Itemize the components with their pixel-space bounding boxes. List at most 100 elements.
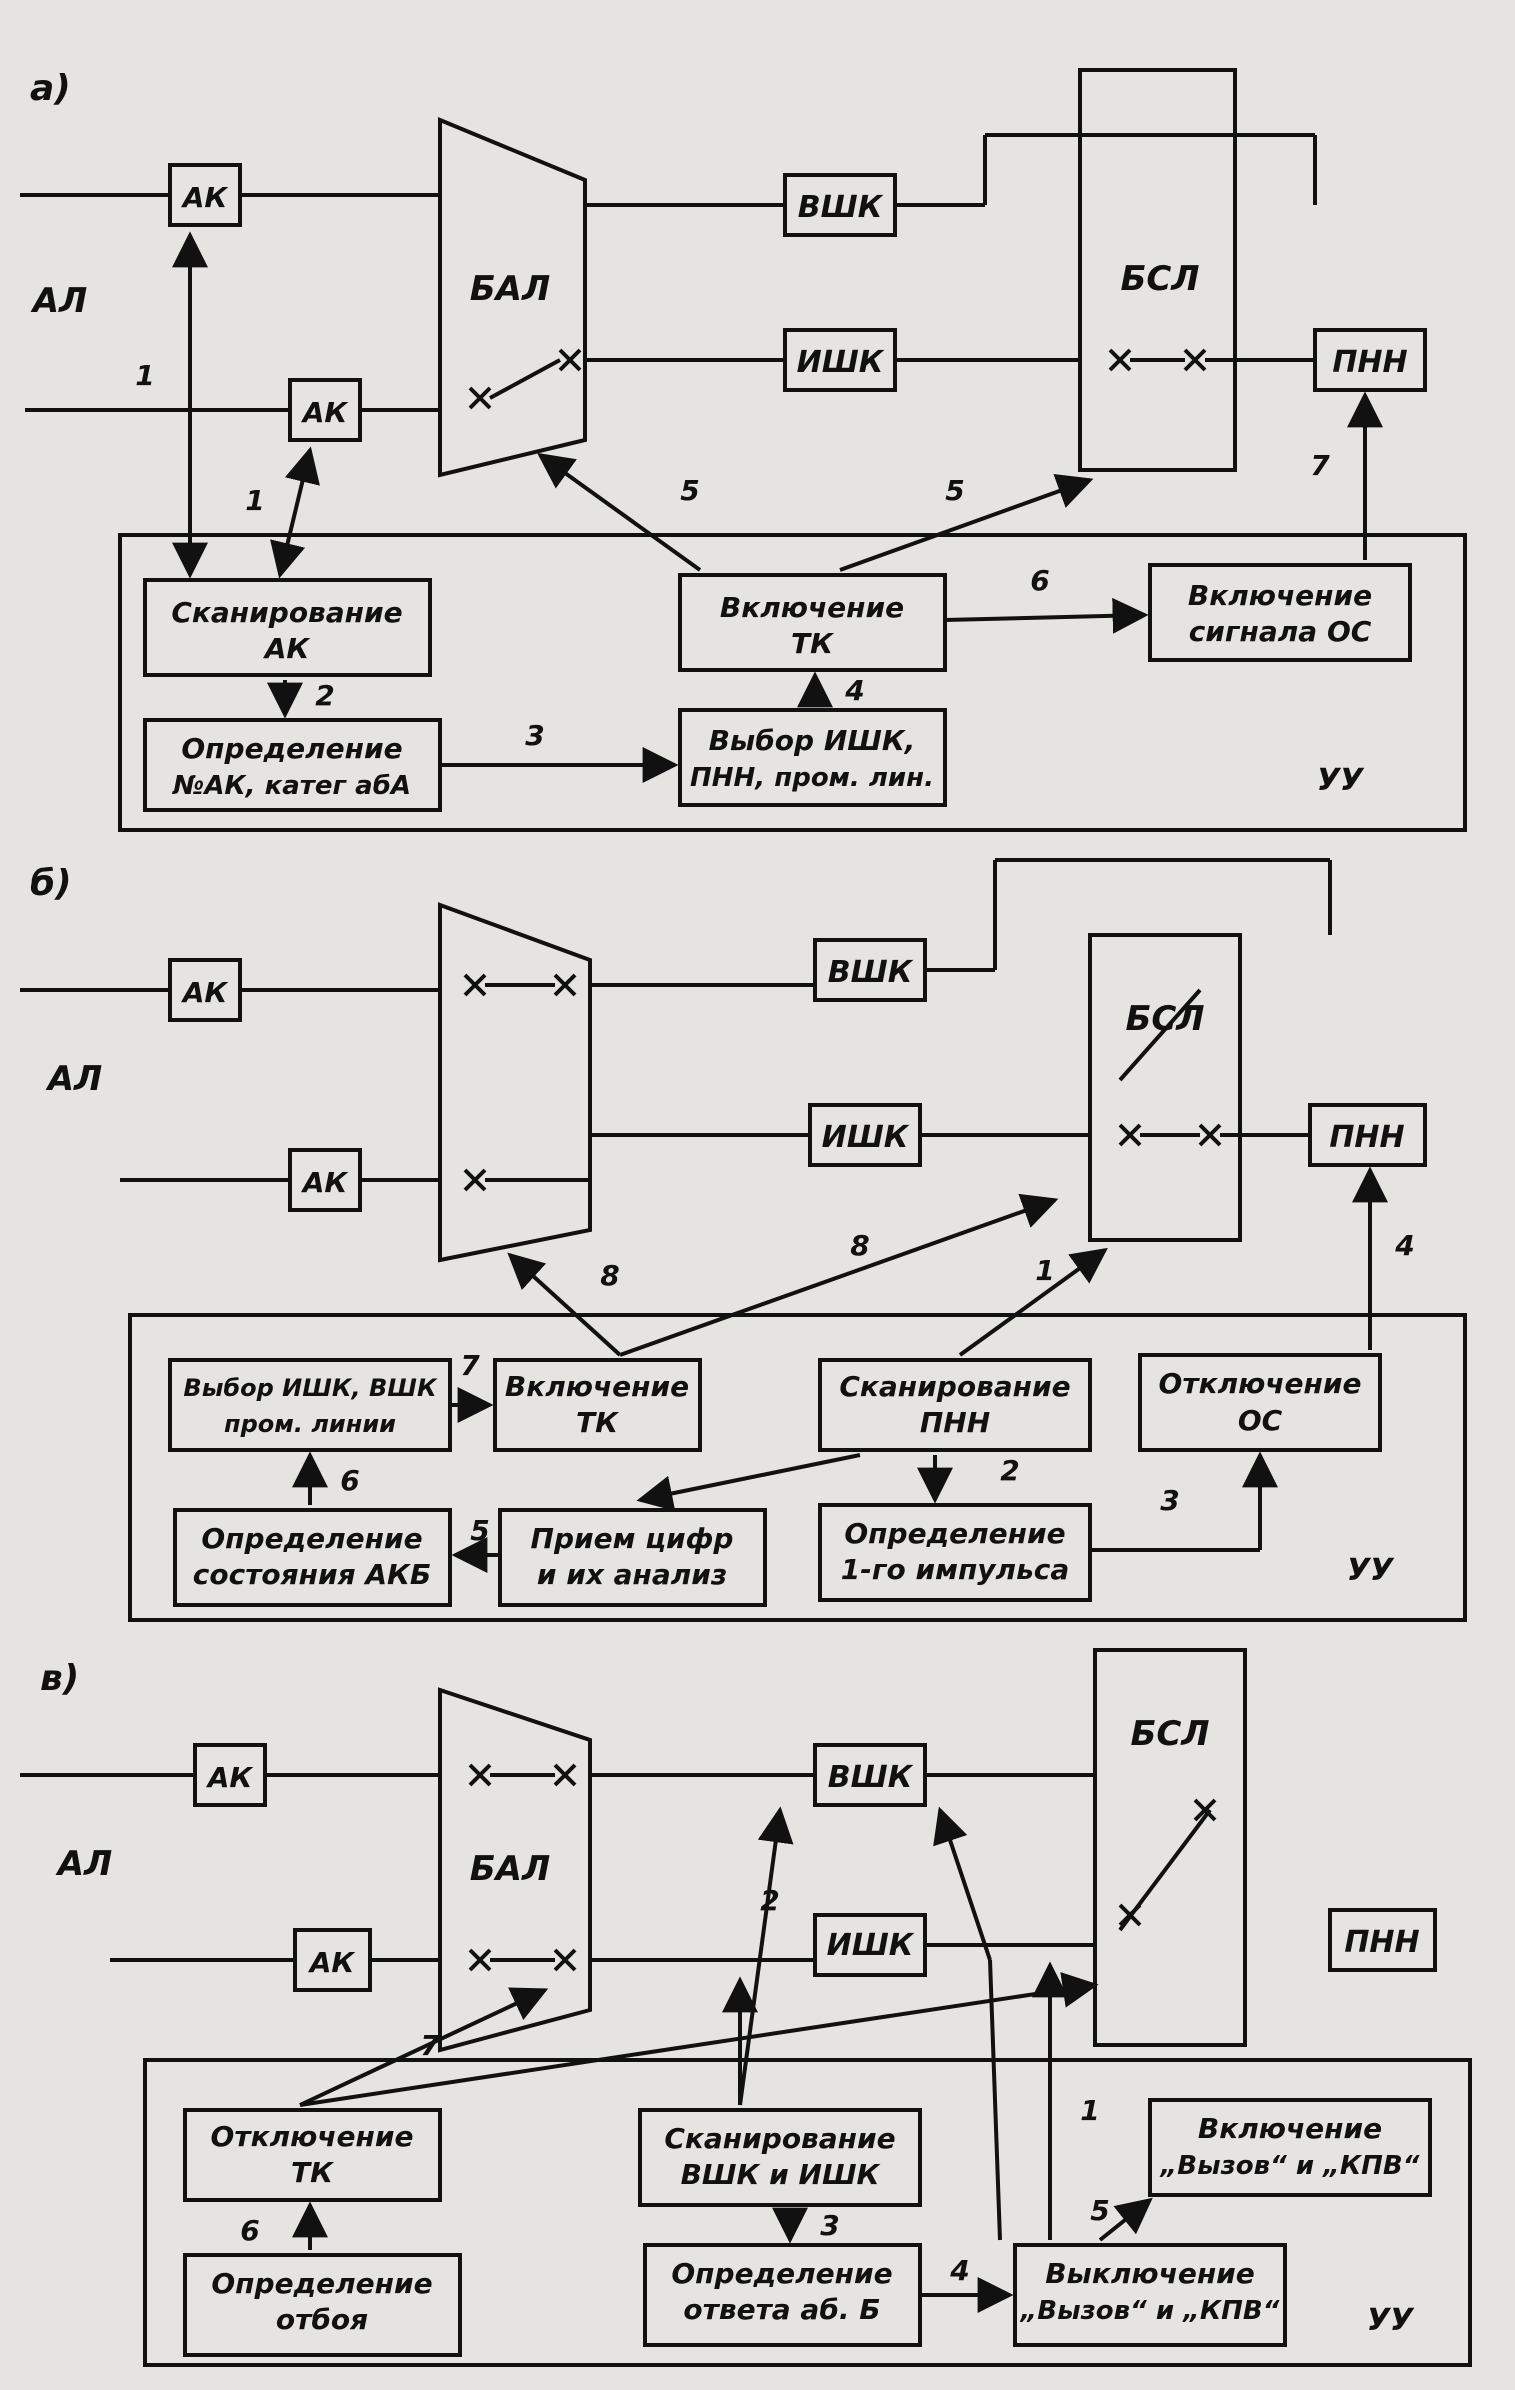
ak-label: АК bbox=[308, 1946, 357, 1979]
pnn-label: ПНН bbox=[1332, 345, 1407, 380]
step-number: 3 bbox=[525, 719, 544, 752]
uu-label: УУ bbox=[1367, 2303, 1415, 2338]
step-number: 2 bbox=[760, 1884, 779, 1917]
block-text: состояния АКБ bbox=[193, 1558, 431, 1591]
block-text: Определение bbox=[201, 1522, 422, 1555]
block-disconnect-tk bbox=[183, 2108, 442, 2202]
block-text: пром. линии bbox=[224, 1410, 396, 1438]
ak-label: АК bbox=[181, 181, 230, 214]
bsl-label: БСЛ bbox=[1125, 999, 1204, 1039]
block-text: ВШК и ИШК bbox=[681, 2158, 882, 2191]
block-text: Сканирование bbox=[664, 2122, 895, 2155]
uu-label: УУ bbox=[1317, 763, 1365, 798]
block-text: „Вызов“ и „КПВ“ bbox=[1160, 2151, 1420, 2181]
panel-tag: в) bbox=[40, 1658, 79, 1699]
block-text: ОС bbox=[1238, 1404, 1283, 1437]
block-text: Включение bbox=[1188, 579, 1372, 612]
block-text: №АК, катег абА bbox=[172, 771, 411, 801]
uu-frame bbox=[118, 533, 1467, 832]
al-label: АЛ bbox=[30, 281, 88, 321]
bal-label: БАЛ bbox=[470, 1849, 550, 1889]
al-label: АЛ bbox=[45, 1059, 103, 1099]
block-text: и их анализ bbox=[537, 1558, 727, 1591]
pnn-box bbox=[1328, 1908, 1437, 1972]
step-number: 3 bbox=[1160, 1484, 1179, 1517]
block-text: 1-го импульса bbox=[841, 1553, 1070, 1586]
bsl-block bbox=[1093, 1648, 1247, 2047]
step-number: 5 bbox=[945, 474, 964, 507]
block-text: сигнала ОС bbox=[1189, 615, 1372, 648]
step-number: 7 bbox=[1310, 449, 1330, 482]
block-text: ТК bbox=[576, 1406, 620, 1439]
step-number: 2 bbox=[1000, 1454, 1019, 1487]
block-text: ПНН, пром. лин. bbox=[690, 763, 934, 793]
block-scan-ak bbox=[143, 578, 432, 677]
labels: а) АЛ АК АК БАЛ ВШК ИШК БСЛ ПНН УУ Сканирование АК О… bbox=[30, 68, 1420, 2338]
step-number: 1 bbox=[135, 359, 154, 392]
vshk-label: ВШК bbox=[828, 955, 914, 990]
block-switch-off-call bbox=[1013, 2243, 1287, 2347]
pnn-box bbox=[1308, 1103, 1427, 1167]
block-switch-tk bbox=[678, 573, 947, 672]
bal-block bbox=[438, 1687, 592, 2053]
block-text: Включение bbox=[720, 591, 904, 624]
block-state-akb bbox=[173, 1508, 452, 1607]
block-text: отбоя bbox=[276, 2303, 368, 2336]
step-number: 4 bbox=[949, 2254, 969, 2287]
panel-tag: а) bbox=[30, 68, 71, 109]
block-text: Прием цифр bbox=[531, 1522, 734, 1555]
block-text: АК bbox=[263, 632, 312, 665]
panel-b bbox=[20, 858, 1467, 1622]
step-number: 5 bbox=[1090, 2194, 1109, 2227]
pnn-label: ПНН bbox=[1329, 1120, 1404, 1155]
al-label: АЛ bbox=[55, 1844, 113, 1884]
block-text: Выбор ИШК, ВШК bbox=[183, 1374, 438, 1402]
step-number: 1 bbox=[245, 484, 264, 517]
block-text: Отключение bbox=[211, 2120, 414, 2153]
block-hangup bbox=[183, 2253, 462, 2357]
bsl-label: БСЛ bbox=[1120, 259, 1199, 299]
block-switch-tk bbox=[493, 1358, 702, 1452]
ak-label: АК bbox=[181, 976, 230, 1009]
pnn-box bbox=[1313, 328, 1427, 392]
vshk-label: ВШК bbox=[828, 1760, 914, 1795]
block-receive bbox=[498, 1508, 767, 1607]
block-os-signal bbox=[1148, 563, 1412, 662]
step-number: 5 bbox=[470, 1514, 489, 1547]
panel-c bbox=[20, 1648, 1472, 2367]
bal-block bbox=[438, 117, 587, 478]
uu-frame bbox=[128, 1313, 1467, 1622]
block-text: Определение bbox=[671, 2257, 892, 2290]
step-number: 4 bbox=[844, 674, 864, 707]
block-text: Включение bbox=[505, 1370, 689, 1403]
block-text: Отключение bbox=[1159, 1367, 1362, 1400]
bal-label: БАЛ bbox=[470, 269, 550, 309]
block-text: ПНН bbox=[920, 1406, 990, 1439]
step-number: 6 bbox=[340, 1464, 359, 1497]
panel-a bbox=[20, 68, 1467, 832]
step-number: 6 bbox=[1030, 564, 1049, 597]
panel-tag: б) bbox=[30, 863, 72, 904]
step-number: 6 bbox=[240, 2214, 259, 2247]
block-text: Определение bbox=[844, 1517, 1065, 1550]
step-number: 1 bbox=[1080, 2094, 1099, 2127]
block-text: ТК bbox=[791, 627, 835, 660]
uu-frame bbox=[143, 2058, 1472, 2367]
ishk-label: ИШК bbox=[827, 1928, 915, 1963]
block-text: ТК bbox=[291, 2156, 335, 2189]
step-number: 7 bbox=[420, 2029, 440, 2062]
ishk-label: ИШК bbox=[797, 345, 885, 380]
step-number: 5 bbox=[680, 474, 699, 507]
block-text: Включение bbox=[1198, 2112, 1382, 2145]
block-text: Выбор ИШК, bbox=[709, 724, 916, 757]
block-first-pulse bbox=[818, 1503, 1092, 1602]
step-number: 7 bbox=[460, 1349, 480, 1382]
block-scan bbox=[638, 2108, 922, 2207]
step-number: 3 bbox=[820, 2209, 839, 2242]
block-switch-call bbox=[1148, 2098, 1432, 2197]
block-text: ответа аб. Б bbox=[683, 2293, 880, 2326]
step-number: 1 bbox=[1035, 1254, 1054, 1287]
ishk-label: ИШК bbox=[822, 1120, 910, 1155]
block-text: „Вызов“ и „КПВ“ bbox=[1020, 2296, 1280, 2326]
